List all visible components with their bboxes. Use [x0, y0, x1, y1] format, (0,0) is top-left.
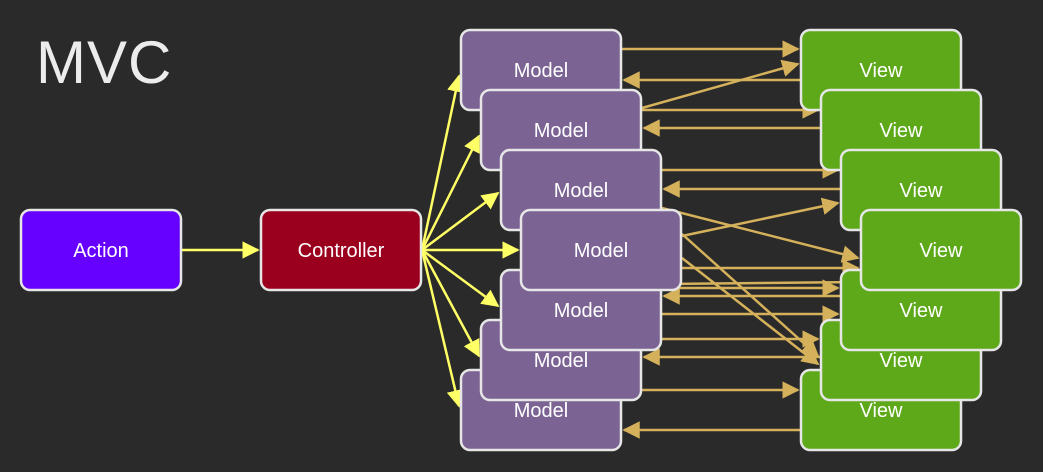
arrow-controller-to-model-7: [420, 249, 464, 408]
arrow-model4-to-view6-a: [681, 233, 820, 358]
arrow-model4-to-view6-b: [681, 257, 820, 366]
view-label-1: View: [860, 60, 904, 82]
model-label-2: Model: [534, 120, 588, 142]
controller-label: Controller: [298, 240, 385, 262]
arrow-view4-to-model5: [662, 275, 861, 293]
diagram-title: MVC: [36, 29, 173, 96]
model-label-4: Model: [574, 240, 628, 262]
arrow-model2-to-view1: [641, 59, 800, 110]
view-label-7: View: [860, 400, 904, 422]
arrow-model3-to-view4: [661, 206, 860, 263]
model-label-7: Model: [514, 400, 568, 422]
model-label-5: Model: [554, 300, 608, 322]
action-label: Action: [73, 240, 129, 262]
view-label-5: View: [900, 300, 944, 322]
model-label-6: Model: [534, 350, 588, 372]
arrow-controller-to-model-3: [421, 191, 500, 251]
arrow-controller-to-model-5: [421, 248, 500, 308]
view-label-4: View: [920, 240, 964, 262]
arrows-layer: [182, 40, 861, 439]
view-label-3: View: [900, 180, 944, 202]
arrow-controller-to-model-6: [420, 249, 481, 358]
controller-node: Controller: [259, 208, 423, 292]
arrow-model4-to-view3: [681, 197, 840, 238]
view-label-2: View: [880, 120, 924, 142]
model-label-3: Model: [554, 180, 608, 202]
action-node: Action: [19, 208, 183, 292]
model-label-1: Model: [514, 60, 568, 82]
view-label-6: View: [880, 350, 924, 372]
nodes-layer: Action Controller Model Model Model Mode…: [19, 28, 1023, 452]
view-node-4: View: [859, 208, 1023, 292]
arrow-controller-to-model-1: [420, 74, 465, 251]
model-node-4: Model: [519, 208, 683, 292]
arrow-controller-to-model-2: [420, 134, 481, 251]
